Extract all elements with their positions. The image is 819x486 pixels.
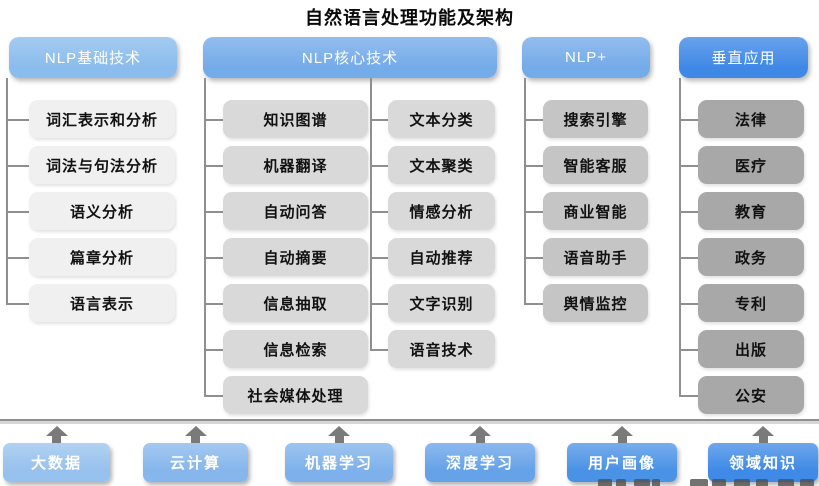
connector-line — [6, 165, 29, 167]
foundation-box: 用户画像 — [567, 443, 677, 482]
up-arrow-icon — [334, 435, 344, 443]
item-box: 搜索引擎 — [543, 100, 648, 138]
connector-line — [204, 211, 223, 213]
watermark-fragment — [778, 479, 794, 486]
item-box: 公安 — [698, 376, 804, 414]
item-box: 舆情监控 — [543, 284, 648, 322]
diagram-title: 自然语言处理功能及架构 — [305, 8, 514, 28]
up-arrow-icon — [611, 426, 633, 436]
up-arrow-icon — [191, 435, 200, 443]
connector-line — [370, 119, 388, 121]
item-box: 情感分析 — [388, 192, 495, 230]
connector-line — [204, 349, 223, 351]
foundation-box: 领域知识 — [708, 443, 818, 482]
item-box: 专利 — [698, 284, 804, 322]
up-arrow-icon — [328, 426, 350, 436]
item-box: 文本分类 — [388, 100, 495, 138]
connector-line — [679, 78, 681, 395]
watermark-fragment — [634, 479, 650, 486]
connector-line — [204, 395, 223, 397]
up-arrow-icon — [475, 435, 485, 443]
watermark-fragment — [756, 479, 768, 486]
foundation-box: 深度学习 — [425, 443, 535, 482]
item-box: 语音技术 — [388, 330, 495, 368]
connector-line — [6, 303, 29, 305]
connector-line — [204, 303, 223, 305]
connector-line — [524, 211, 543, 213]
column-header-1: NLP核心技术 — [203, 37, 497, 78]
item-box: 词汇表示和分析 — [29, 100, 175, 138]
connector-line — [204, 119, 223, 121]
watermark-fragment — [598, 479, 612, 486]
connector-line — [524, 78, 526, 303]
foundation-box: 机器学习 — [285, 443, 393, 482]
item-box: 文本聚类 — [388, 146, 495, 184]
connector-line — [370, 349, 388, 351]
up-arrow-icon — [758, 435, 768, 443]
up-arrow-icon — [469, 426, 491, 436]
item-box: 自动问答 — [223, 192, 368, 230]
column-header-0: NLP基础技术 — [9, 37, 177, 78]
connector-line — [6, 211, 29, 213]
item-box: 智能客服 — [543, 146, 648, 184]
connector-line — [370, 303, 388, 305]
item-box: 信息抽取 — [223, 284, 368, 322]
item-box: 教育 — [698, 192, 804, 230]
connector-line — [204, 257, 223, 259]
up-arrow-icon — [52, 435, 61, 443]
connector-line — [6, 119, 29, 121]
connector-line — [370, 211, 388, 213]
item-box: 文字识别 — [388, 284, 495, 322]
item-box: 社会媒体处理 — [223, 376, 368, 414]
connector-line — [679, 119, 698, 121]
watermark-fragment — [652, 479, 660, 486]
up-arrow-icon — [617, 435, 627, 443]
column-header-3: 垂直应用 — [679, 37, 808, 78]
up-arrow-icon — [752, 426, 774, 436]
item-box: 篇章分析 — [29, 238, 175, 276]
watermark-fragment — [712, 479, 726, 486]
connector-line — [524, 257, 543, 259]
foundation-box: 大数据 — [3, 443, 110, 482]
item-box: 语音助手 — [543, 238, 648, 276]
item-box: 商业智能 — [543, 192, 648, 230]
connector-line — [370, 78, 372, 349]
connector-line — [524, 303, 543, 305]
connector-line — [524, 119, 543, 121]
item-box: 词法与句法分析 — [29, 146, 175, 184]
connector-line — [6, 257, 29, 259]
connector-line — [204, 78, 206, 395]
connector-line — [370, 165, 388, 167]
connector-line — [679, 165, 698, 167]
connector-line — [679, 395, 698, 397]
watermark-fragment — [800, 479, 814, 486]
separator-line — [0, 419, 819, 424]
connector-line — [204, 165, 223, 167]
watermark-fragment — [690, 479, 708, 486]
item-box: 信息检索 — [223, 330, 368, 368]
watermark-fragment — [616, 479, 626, 486]
item-box: 语言表示 — [29, 284, 175, 322]
item-box: 出版 — [698, 330, 804, 368]
item-box: 法律 — [698, 100, 804, 138]
item-box: 自动推荐 — [388, 238, 495, 276]
connector-line — [370, 257, 388, 259]
connector-line — [679, 211, 698, 213]
up-arrow-icon — [45, 426, 68, 436]
item-box: 机器翻译 — [223, 146, 368, 184]
item-box: 自动摘要 — [223, 238, 368, 276]
up-arrow-icon — [184, 426, 207, 436]
item-box: 知识图谱 — [223, 100, 368, 138]
item-box: 医疗 — [698, 146, 804, 184]
foundation-box: 云计算 — [143, 443, 248, 482]
connector-line — [679, 257, 698, 259]
item-box: 语义分析 — [29, 192, 175, 230]
column-header-2: NLP+ — [522, 37, 650, 78]
connector-line — [524, 165, 543, 167]
watermark-fragment — [734, 479, 750, 486]
connector-line — [679, 303, 698, 305]
connector-line — [6, 78, 8, 303]
item-box: 政务 — [698, 238, 804, 276]
connector-line — [679, 349, 698, 351]
